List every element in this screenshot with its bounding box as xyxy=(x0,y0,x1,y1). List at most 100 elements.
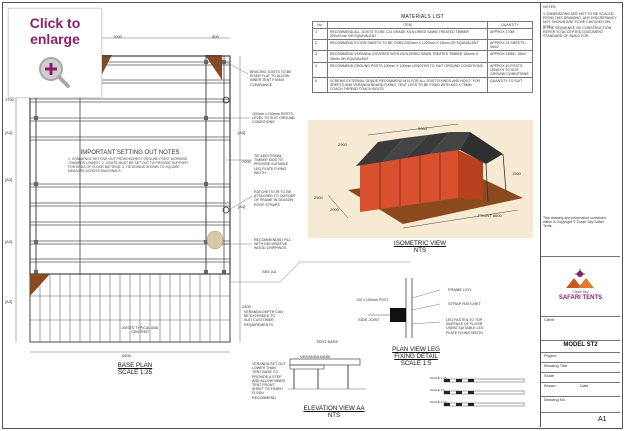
cell-qty: APPROX 40 POSTS LENGTH TO SUIT GROUND CO… xyxy=(487,61,533,78)
iso-title-text: ISOMETRIC VIEW xyxy=(394,240,446,247)
brand-name: SAFARI TENTS xyxy=(558,295,603,301)
callout-timber: TIE ADDITIONAL TIMBER SIDE TO PROVIDE SU… xyxy=(254,154,289,175)
leg-title-text: PLAN VIEW LEG FIXING DETAIL xyxy=(392,346,440,360)
cell-qty: APPROX 150M / 15m2 xyxy=(487,50,533,63)
tb-row-line xyxy=(541,340,620,341)
veranda-note: VERANDA DEPTH CAN BE EXTENDED TO SUIT CU… xyxy=(244,310,283,327)
tb-row-line xyxy=(541,396,620,397)
scale-bars xyxy=(443,378,525,407)
header-qty: QUANTITY xyxy=(487,20,533,30)
tb-drawing-no: Drawing No xyxy=(544,397,565,402)
tb-client: Client xyxy=(544,317,555,322)
scale-bar-1: SCALE 1:25 xyxy=(430,376,447,380)
notes-heading: NOTES: xyxy=(543,5,557,9)
base-plan-title: BASE PLAN SCALE 1:25 xyxy=(100,362,170,376)
leg-detail-title: PLAN VIEW LEG FIXING DETAIL SCALE 1:5 xyxy=(388,346,444,367)
brand-small: Clean Sky xyxy=(572,290,589,294)
base-plan-scale: SCALE 1:25 xyxy=(117,369,153,376)
veranda-base-label: VERANDA BASE xyxy=(300,354,331,359)
setting-out-notes: IMPORTANT SETTING OUT NOTES 1. COMMENCE … xyxy=(60,150,200,173)
tb-drawing-title: Drawing Title xyxy=(544,363,568,368)
elevation-scale: NTS xyxy=(327,412,341,419)
side-mark-6: [A4] xyxy=(238,204,246,209)
callout-bracing: BRACING JOISTS TO BE FIXED FLAT TO ALLOW… xyxy=(250,70,292,87)
tb-date: Date xyxy=(580,383,589,388)
model-name: MODEL ST2 xyxy=(563,342,598,348)
mid-dim: 7000 xyxy=(242,159,251,164)
tb-row-line xyxy=(541,382,620,383)
frame-leg-label: FRAME LEG xyxy=(448,287,472,292)
leg-fixing-detail xyxy=(368,278,441,338)
callout-fill: RECOMMENDED FILL WITH DECORATIVE WOOD CH… xyxy=(254,238,292,251)
tb-row-line xyxy=(541,372,620,373)
iso-dim-1500: 1500 xyxy=(512,171,521,176)
low-dim: 2400 xyxy=(242,304,251,309)
cell-no: 2 xyxy=(312,39,328,52)
top-dim-1: 7000 xyxy=(113,34,122,39)
top-dim-2: 800 xyxy=(212,34,219,39)
iso-dim-front: FRONT 6600 xyxy=(478,213,502,218)
cell-qty: APPROX 170M xyxy=(487,28,533,41)
tb-drawn: Drawn xyxy=(544,383,556,388)
cell-item: SCREWS EXTERNAL GRADE RECOMMEND M10 FOR … xyxy=(327,76,488,94)
enlarge-text: Click to enlarge xyxy=(9,15,101,47)
notes-text: 1. COMMENCE SETTING OUT FROM HIGHEST GRO… xyxy=(68,157,188,173)
cell-qty: QUANTITY TO SUIT xyxy=(487,76,533,94)
tb-row-line xyxy=(541,362,620,363)
elevation-title-text: ELEVATION VIEW AA xyxy=(303,405,365,412)
header-no: No. xyxy=(312,20,328,30)
bottom-dim: 6600 xyxy=(122,353,131,358)
header-item: ITEM xyxy=(327,20,488,30)
right-column-divider xyxy=(540,2,541,427)
elevation-note: VERANDA SET OUT LOWER THAN TENT BASE TO … xyxy=(252,362,286,400)
see-aa: SEE AA xyxy=(262,269,277,274)
elevation-title: ELEVATION VIEW AA NTS xyxy=(294,405,374,419)
cell-qty: APPROX 24 SHEETS / 55m2 xyxy=(487,39,533,52)
iso-scale: NTS xyxy=(413,247,427,254)
table-header-row: No. ITEM QUANTITY xyxy=(312,20,533,30)
isometric-tent xyxy=(327,123,523,229)
titleblock-top-border xyxy=(541,256,620,257)
enlarge-badge[interactable]: Click to enlarge xyxy=(8,8,102,98)
enlarge-line-2: enlarge xyxy=(30,31,80,47)
side-mark-1: [A4] xyxy=(5,130,13,135)
leg-note: LEG FASTEN TO TOP SURFACE OF FLOOR USING… xyxy=(446,318,484,335)
callout-posts: 100mm x 100mm POSTS LEVEL TO SUIT GROUND… xyxy=(252,112,296,125)
tb-row-line xyxy=(541,412,620,413)
side-mark-2: [A3] xyxy=(5,177,13,182)
tent-base-label: TENT BASE xyxy=(316,339,339,344)
tb-scale: Scale xyxy=(544,373,555,378)
materials-title: MATERIALS LIST xyxy=(401,14,444,20)
cell-no: 4 xyxy=(312,61,328,78)
tb-row-line xyxy=(541,352,620,353)
tb-project: Project xyxy=(544,353,557,358)
zoom-plus-icon[interactable] xyxy=(37,55,71,89)
callout-ratchets: RATCHETS OR TO BE ATTACHED TO OUTSIDE OF… xyxy=(254,190,296,207)
copyright-note: This drawing and information contained w… xyxy=(543,216,606,229)
right-note-2: 2. THE SEQUENCE OF CONSTRUCTION REFER TO… xyxy=(543,26,612,39)
cell-no: 5 xyxy=(312,76,328,94)
iso-dim-height: 2900 xyxy=(338,142,347,147)
isometric-title: ISOMETRIC VIEW NTS xyxy=(380,240,460,254)
iso-dim-length: 9000 xyxy=(418,126,427,131)
cell-no: 3 xyxy=(312,50,328,63)
right-note-1: 1. DIMENSIONS ARE NOT TO BE SCALED FROM … xyxy=(543,12,617,29)
left-dim: 1700 xyxy=(5,97,14,102)
strap-label: STRAP RATCHET xyxy=(448,301,481,306)
tent-logo-icon xyxy=(566,268,594,288)
cell-item: RECOMMEND FLOOR SHEETS TO BE OSB3 2400mm… xyxy=(327,39,488,52)
post-size-label: 100 x 100mm POST xyxy=(356,298,389,302)
cell-no: 1 xyxy=(312,28,328,41)
enlarge-line-1: Click to xyxy=(29,15,81,31)
leg-scale: SCALE 1:5 xyxy=(400,360,432,367)
base-plan-title-text: BASE PLAN xyxy=(117,362,153,369)
iso-dim-2500: 2500 xyxy=(314,195,323,200)
notes-title: IMPORTANT SETTING OUT NOTES xyxy=(80,150,180,156)
elevation-drawing xyxy=(288,358,366,390)
